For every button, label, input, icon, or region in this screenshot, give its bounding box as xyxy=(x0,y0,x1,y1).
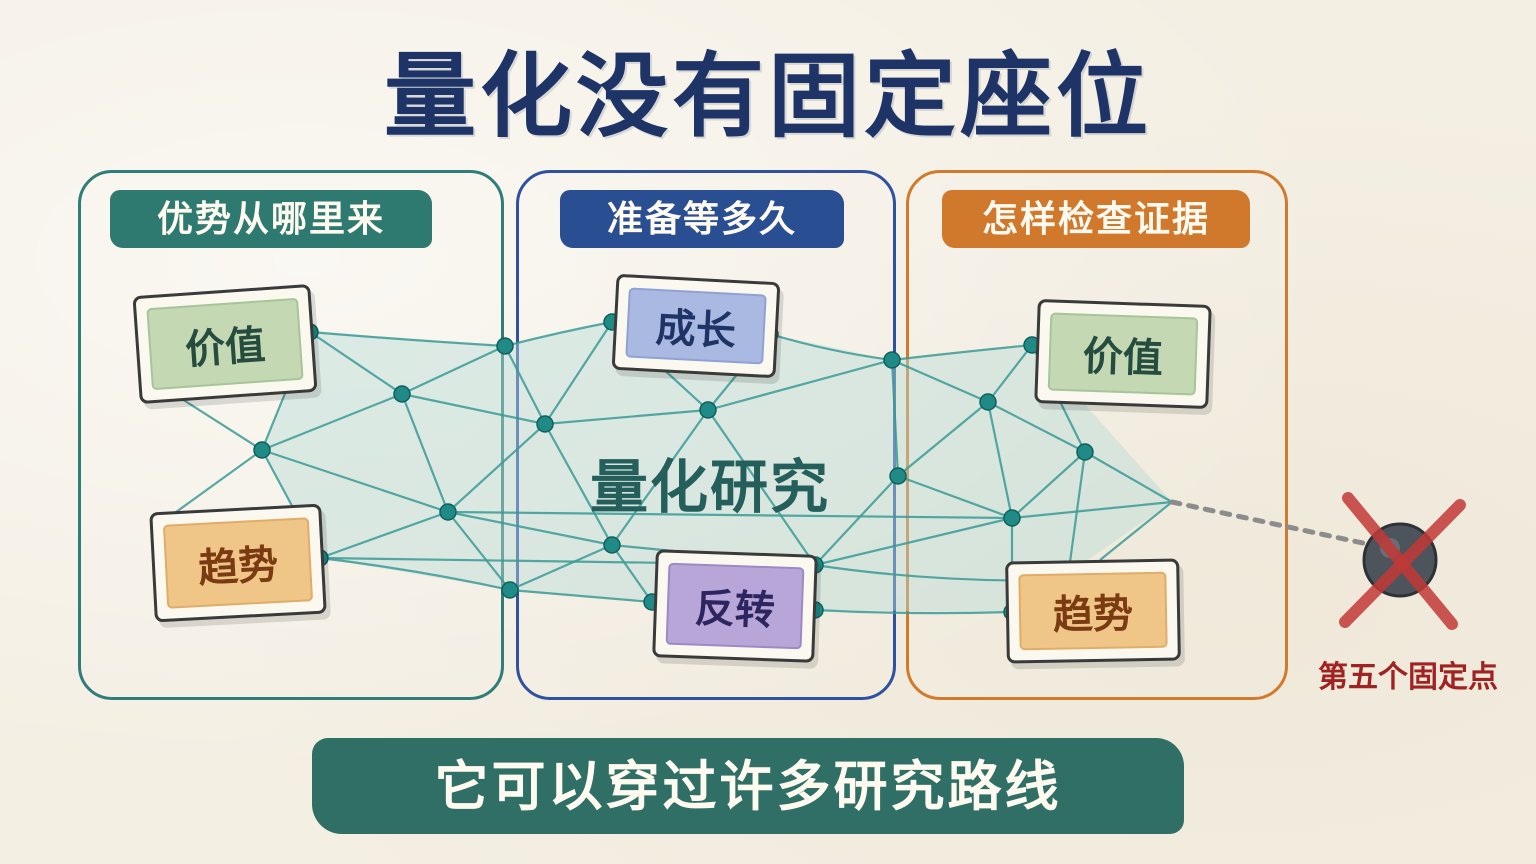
center-label: 量化研究 xyxy=(589,453,830,521)
card-left-trend: 趋势 xyxy=(149,503,327,623)
page-title: 量化没有固定座位 xyxy=(383,42,1152,150)
card-left-value: 价值 xyxy=(132,283,318,405)
card-label: 趋势 xyxy=(162,517,314,609)
bottom-banner: 它可以穿过许多研究路线 xyxy=(312,738,1184,834)
card-right-trend: 趋势 xyxy=(1005,558,1181,664)
dotted-link xyxy=(1169,499,1375,548)
banner-evidence-check: 怎样检查证据 xyxy=(942,190,1250,248)
fifth-point-label: 第五个固定点 xyxy=(1318,660,1498,695)
card-label: 价值 xyxy=(146,297,304,391)
card-mid-reversal: 反转 xyxy=(652,549,818,663)
card-mid-growth: 成长 xyxy=(611,273,781,379)
fifth-point-cross-icon xyxy=(1339,492,1466,630)
banner-waiting-time: 准备等多久 xyxy=(560,190,844,248)
card-label: 成长 xyxy=(625,287,767,365)
network-wash xyxy=(262,322,1172,612)
card-right-value: 价值 xyxy=(1034,298,1212,410)
card-label: 反转 xyxy=(665,562,805,650)
card-label: 趋势 xyxy=(1018,571,1168,651)
card-label: 价值 xyxy=(1047,312,1199,396)
banner-advantage-source: 优势从哪里来 xyxy=(110,190,432,248)
